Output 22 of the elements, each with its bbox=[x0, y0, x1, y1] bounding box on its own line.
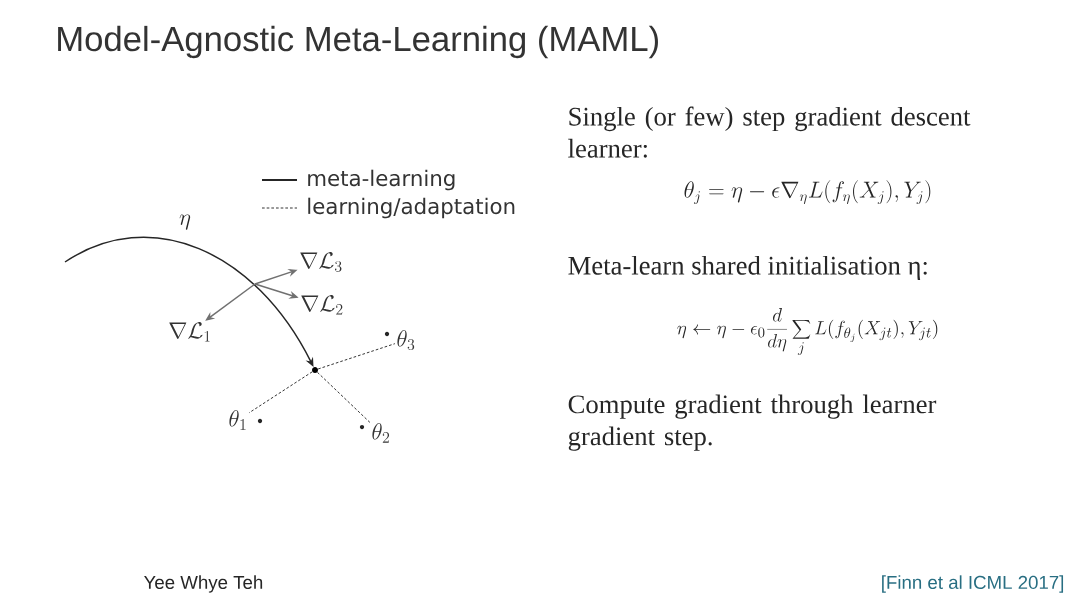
description-text: Meta-learn shared initialisation η: bbox=[568, 255, 927, 281]
adaptation-line bbox=[317, 343, 396, 370]
parameter-label: $\theta_2$ bbox=[372, 423, 390, 443]
equation: $\theta_j = \eta - \epsilon \nabla_\eta L(f_\eta(X_j), Y_j)$ bbox=[684, 180, 931, 205]
legend-text: meta-learning bbox=[308, 169, 455, 191]
slide-title: Model-Agnostic Meta-Learning (MAML) bbox=[58, 25, 658, 59]
gradient-label: $\nabla\mathcal{L}_1$ bbox=[169, 321, 210, 342]
equation: $\eta \leftarrow \eta - \epsilon_0 \frac{d}{d\eta} \sum_j L(f_{\theta_j}(X_{jt}), Y_{jt})$ bbox=[677, 307, 938, 355]
description-text: Compute gradient through learner gradient step. bbox=[568, 394, 937, 451]
gradient-label: $\nabla\mathcal{L}_2$ bbox=[301, 294, 343, 315]
citation-link: [Finn et al ICML 2017] bbox=[882, 575, 1064, 593]
greek-label: $\eta$ bbox=[179, 214, 191, 230]
adapted-point bbox=[312, 367, 319, 374]
description-text: Single (or few) step gradient descent learner: bbox=[568, 106, 971, 158]
adaptation-line bbox=[248, 371, 313, 414]
gradient-arrow bbox=[205, 283, 256, 321]
parameter-label: $\theta_1$ bbox=[229, 410, 246, 430]
parameter-label: $\theta_3$ bbox=[397, 330, 415, 351]
adaptation-line bbox=[316, 371, 371, 423]
legend-text: learning/adaptation bbox=[308, 197, 515, 219]
gradient-label: $\nabla\mathcal{L}_3$ bbox=[300, 251, 342, 272]
author-name: Yee Whye Teh bbox=[144, 575, 263, 593]
